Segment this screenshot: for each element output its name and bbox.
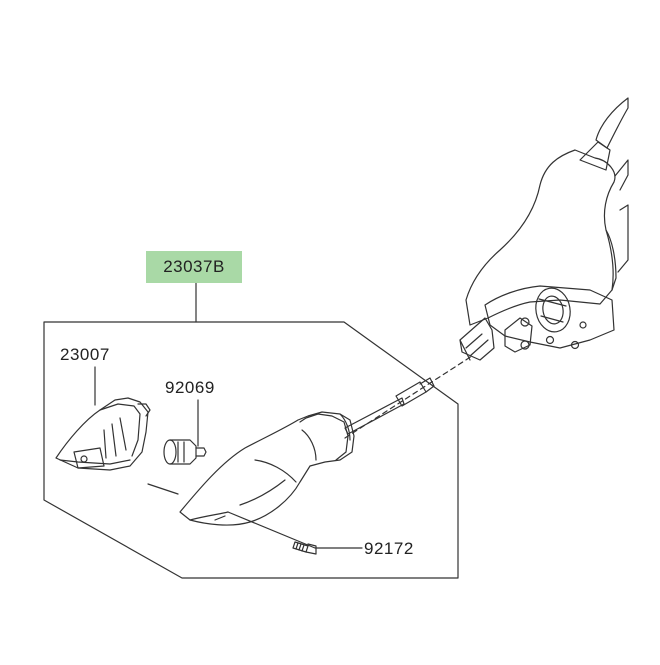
part-number-badge-assembly: 23037B xyxy=(146,251,242,283)
part-number-bulb: 92069 xyxy=(165,378,215,397)
leader-lines xyxy=(43,282,459,579)
fairing-bracket xyxy=(459,97,629,361)
lens-part xyxy=(55,397,151,471)
turn-signal-housing xyxy=(179,411,355,526)
part-number-lens: 23007 xyxy=(60,345,110,364)
assembly-axis-line xyxy=(344,355,473,439)
wire-connector xyxy=(344,377,435,435)
part-number-screw: 92172 xyxy=(364,539,414,558)
bulb-part xyxy=(163,439,207,465)
screw-part xyxy=(292,541,317,555)
